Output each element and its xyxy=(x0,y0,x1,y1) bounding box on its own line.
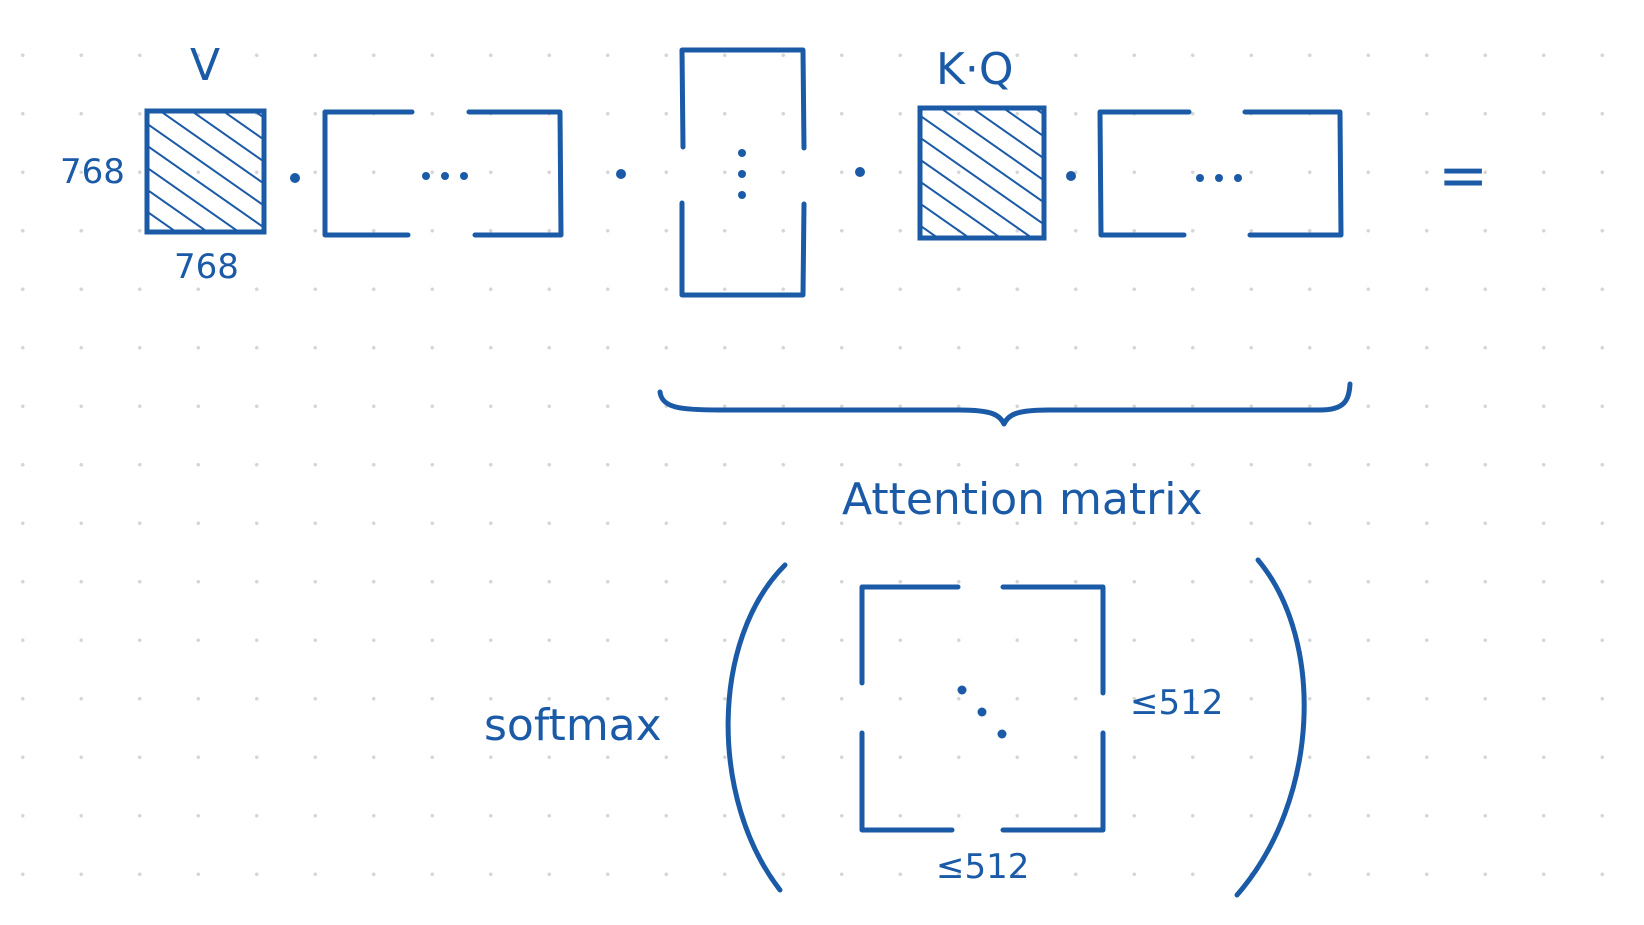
right-paren xyxy=(1234,557,1307,898)
mult-dot-1 xyxy=(290,173,300,183)
equals-sign: = xyxy=(1438,141,1489,211)
tall-matrix xyxy=(679,47,807,298)
v-label: V xyxy=(190,40,221,91)
le512-right: ≤512 xyxy=(1130,683,1224,723)
dim-768-bottom: 768 xyxy=(174,247,239,287)
le512-bottom: ≤512 xyxy=(936,847,1030,887)
wide-matrix-1 xyxy=(322,109,564,238)
ellipsis-h-2 xyxy=(1196,174,1242,182)
wide-matrix-2 xyxy=(1097,109,1344,238)
kq-label: K·Q xyxy=(936,44,1014,95)
mult-dot-3 xyxy=(855,167,865,177)
mult-dot-2 xyxy=(616,169,626,179)
left-paren xyxy=(725,562,788,893)
attention-matrix-label: Attention matrix xyxy=(842,474,1203,525)
ellipsis-v xyxy=(738,149,746,199)
ellipsis-diag xyxy=(957,685,1007,739)
curly-brace xyxy=(657,381,1353,427)
ellipsis-h-1 xyxy=(422,172,468,180)
dim-768-left: 768 xyxy=(60,152,125,192)
kq-matrix xyxy=(917,105,1047,241)
v-matrix xyxy=(144,108,267,235)
mult-dot-4 xyxy=(1066,171,1076,181)
attention-matrix xyxy=(859,584,1106,833)
softmax-label: softmax xyxy=(484,700,662,751)
